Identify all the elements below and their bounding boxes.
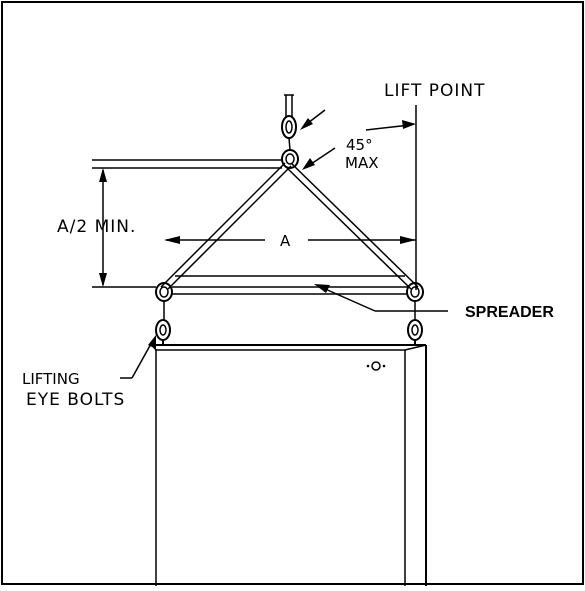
width-dimension	[164, 236, 416, 244]
min-height-label: A/2 MIN.	[57, 217, 136, 237]
arrow-right-icon	[400, 236, 416, 244]
angle-indicator	[365, 120, 416, 131]
eye-bolt-arrow-icon	[148, 335, 156, 349]
spreader-arrow-icon	[314, 284, 330, 293]
arrow-up-icon	[99, 168, 107, 182]
hook-arrow-icon	[300, 118, 313, 130]
shackle-right	[406, 282, 424, 302]
max-arrow-icon	[302, 158, 315, 170]
spreader-label: SPREADER	[465, 304, 554, 321]
hook-pointer	[300, 109, 326, 130]
eye-bolt-leader	[120, 335, 156, 379]
sling-right	[284, 162, 419, 290]
height-dimension	[92, 159, 282, 288]
spreader-leader	[314, 284, 448, 312]
spreader-bar	[172, 275, 408, 295]
max-pointer	[302, 147, 336, 170]
lift-hook	[281, 94, 299, 169]
angle-arrow-icon	[402, 120, 416, 129]
width-label: A	[280, 232, 291, 250]
eye-bolt-left	[155, 301, 171, 345]
shackle-left	[155, 282, 173, 302]
eye-bolt-right	[407, 301, 423, 345]
angle-label: 45°	[346, 136, 373, 154]
eye-bolts-label: EYE BOLTS	[26, 390, 125, 410]
cabinet-lock-icon	[366, 361, 386, 371]
arrow-down-icon	[99, 273, 107, 287]
max-label: MAX	[345, 154, 378, 172]
lifting-label: LIFTING	[22, 370, 80, 388]
cabinet	[151, 344, 427, 586]
lift-point-label: LIFT POINT	[384, 81, 486, 101]
arrow-left-icon	[164, 236, 180, 244]
sling-left	[160, 162, 292, 290]
